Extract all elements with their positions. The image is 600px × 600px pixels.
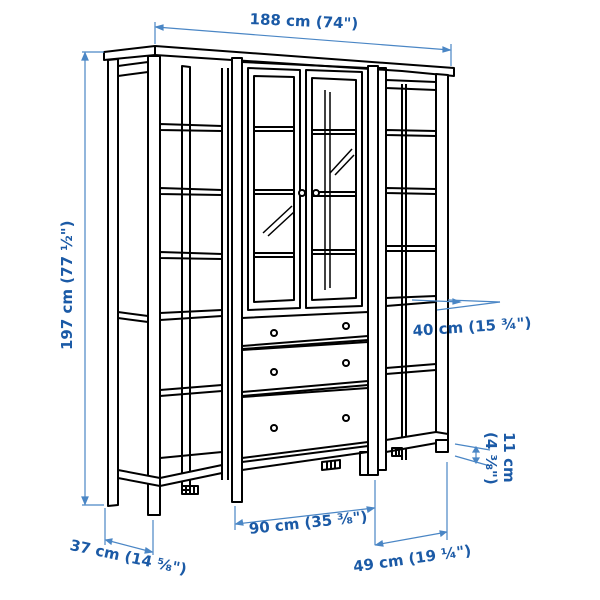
drawer-3[interactable] [241, 387, 369, 459]
door-knob-right [312, 189, 320, 197]
left-shelf-unit [107, 55, 229, 516]
door-knob-left [298, 189, 306, 197]
cabinet-drawing [103, 45, 455, 516]
right-shelf-unit [377, 67, 449, 471]
height-total-label: 197 cm (77 ½") [58, 220, 76, 350]
glass-door-left[interactable] [247, 67, 301, 311]
middle-cabinet [231, 57, 379, 503]
drawer-1[interactable] [241, 311, 369, 350]
glass-door-right[interactable] [305, 69, 363, 309]
dimension-lines [81, 22, 501, 555]
leg-height-label-line2: (4 ⅜") [482, 432, 500, 485]
drawer-2[interactable] [241, 341, 369, 397]
leg-height-label-line1: 11 cm [500, 432, 518, 483]
